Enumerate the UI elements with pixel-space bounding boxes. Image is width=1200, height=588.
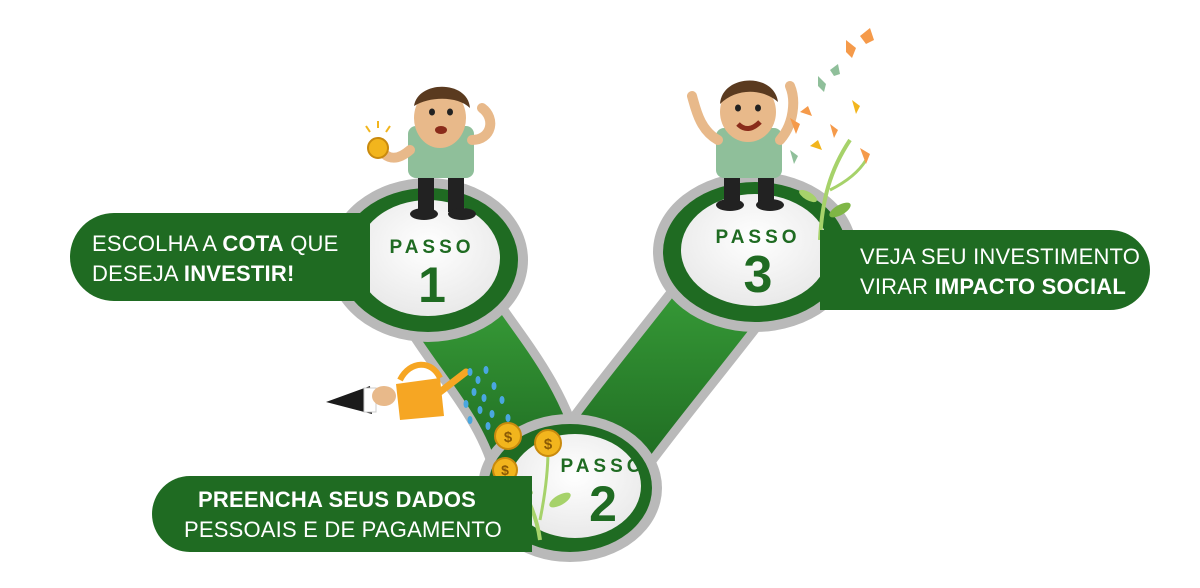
step-circle-1 (328, 178, 528, 342)
step-3-text: VEJA SEU INVESTIMENTO (860, 244, 1141, 269)
watering-can-icon (326, 361, 511, 436)
step-1-text: ESCOLHA A (92, 231, 223, 256)
step-2-badge: PASSO 2 (553, 456, 653, 530)
step-number: 3 (743, 246, 773, 304)
step-1-emphasis: INVESTIR! (183, 261, 295, 286)
step-word: PASSO (389, 237, 475, 258)
step-3-text: VIRAR (860, 274, 935, 299)
step-2-label: PREENCHA SEUS DADOS PESSOAIS E DE PAGAME… (152, 476, 532, 552)
step-number: 1 (418, 257, 446, 313)
coin-symbol: $ (501, 462, 509, 478)
step-2-emphasis: PREENCHA SEUS DADOS (198, 487, 477, 512)
step-word: PASSO (715, 227, 801, 248)
step-3-emphasis: IMPACTO SOCIAL (934, 274, 1126, 299)
thinking-person-icon (365, 86, 496, 220)
step-number: 2 (589, 476, 617, 532)
coin-symbol: $ (544, 436, 553, 453)
step-3-badge: PASSO 3 (693, 227, 823, 301)
step-1-badge: PASSO 1 (372, 237, 492, 311)
step-word: PASSO (560, 456, 646, 477)
step-1-emphasis: COTA (222, 231, 284, 256)
step-1-label: ESCOLHA A COTA QUE DESEJA INVESTIR! (70, 213, 370, 301)
happy-person-icon (687, 80, 799, 211)
plant-butterflies-icon (790, 28, 874, 241)
step-circle-3 (653, 172, 857, 332)
step-1-text: DESEJA (92, 261, 184, 286)
step-1-text: QUE (283, 231, 339, 256)
coin-symbol: $ (504, 429, 513, 446)
step-2-text: PESSOAIS E DE PAGAMENTO (184, 517, 502, 542)
step-3-label: VEJA SEU INVESTIMENTO VIRAR IMPACTO SOCI… (820, 230, 1150, 310)
